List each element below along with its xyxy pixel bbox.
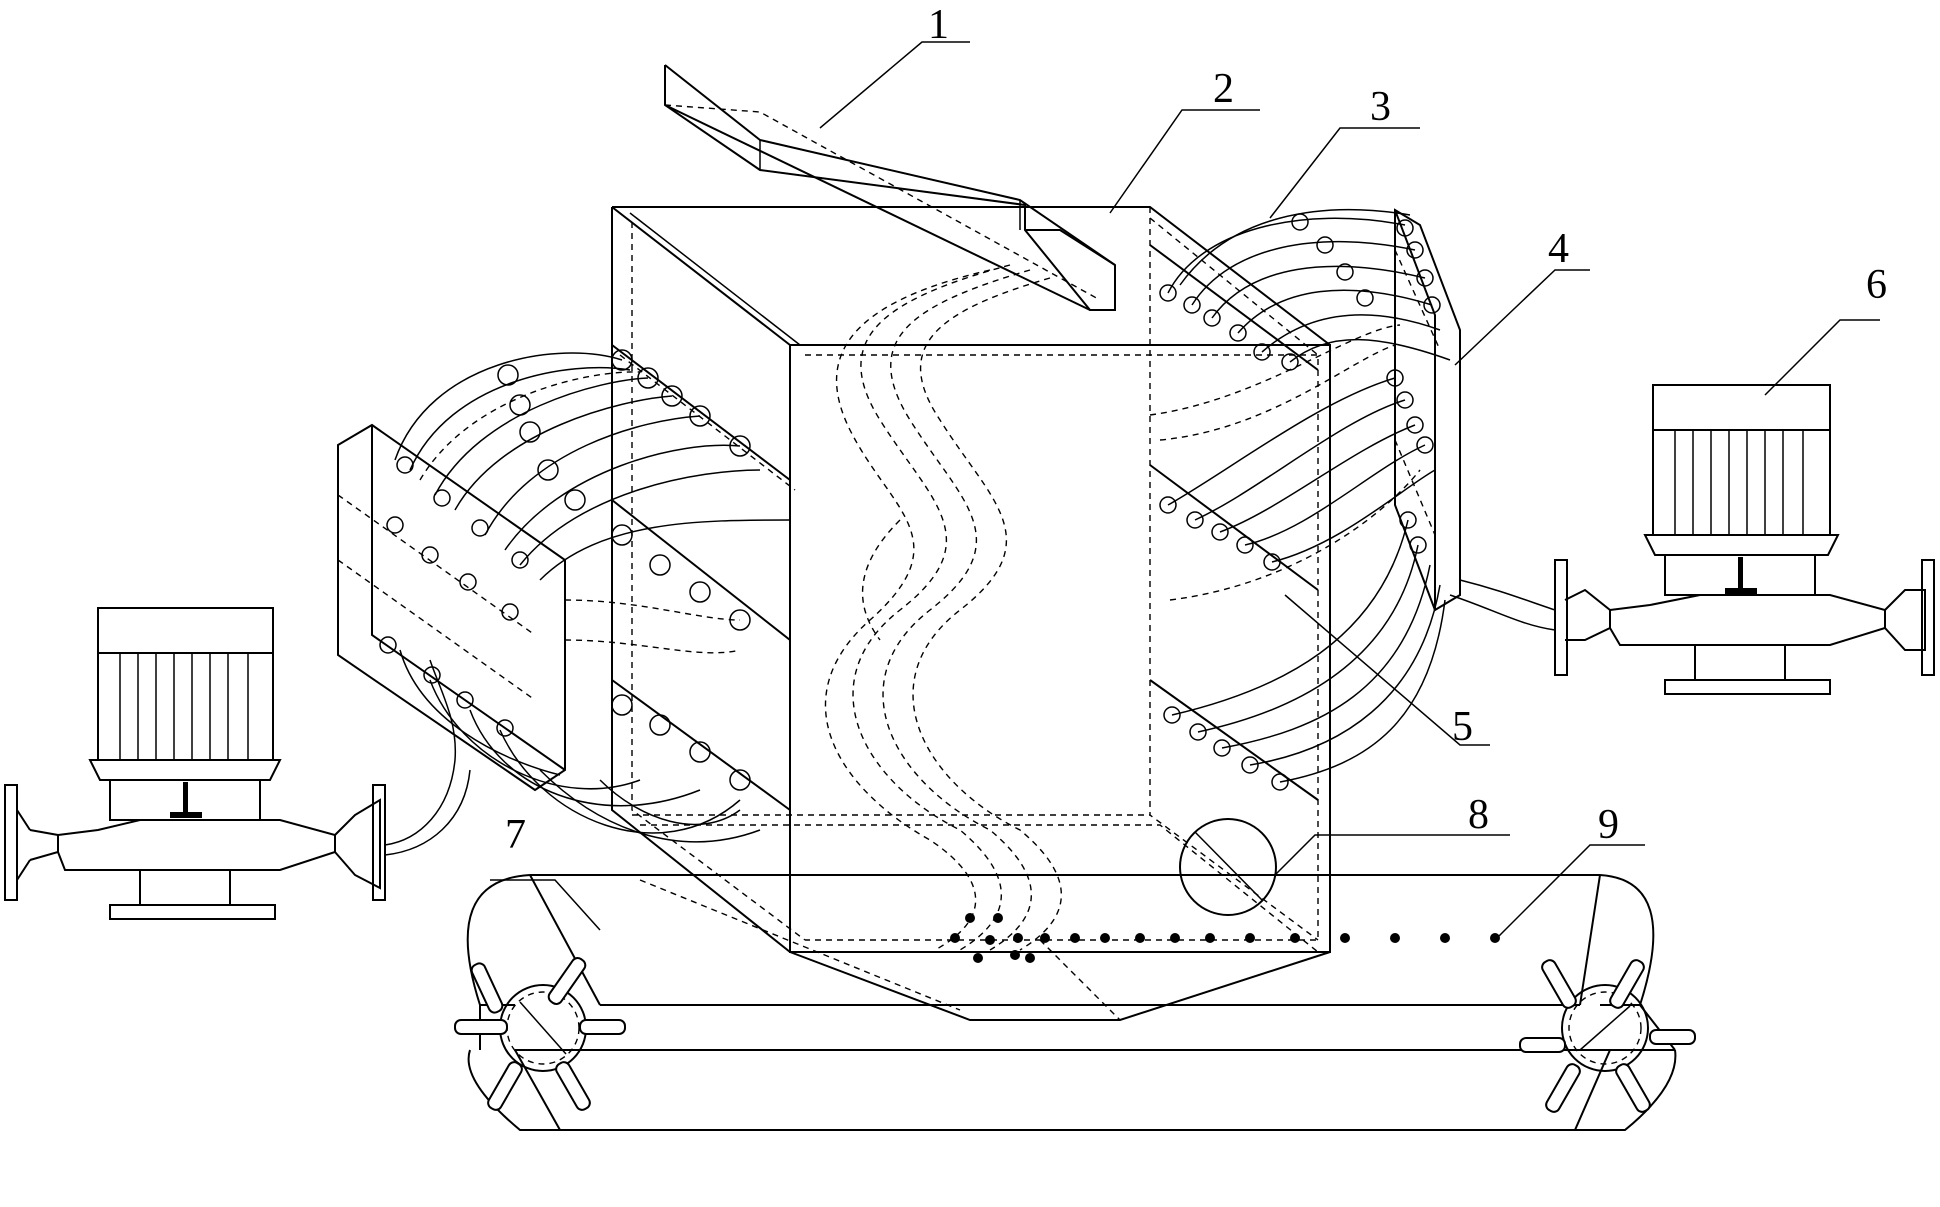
right-face-nozzles [1150,245,1318,800]
label-7: 7 [505,812,526,858]
label-3: 3 [1370,84,1391,130]
label-2: 2 [1213,66,1234,112]
label-5: 5 [1452,704,1473,750]
outlet-port [1180,819,1276,915]
right-roller-spikes [1520,958,1695,1114]
left-face-nozzles [612,345,795,810]
right-manifold [1387,210,1460,610]
spiral-tube [825,265,1061,950]
main-tank [612,207,1330,1020]
label-1: 1 [928,2,949,48]
label-6: 6 [1866,262,1887,308]
label-8: 8 [1468,792,1489,838]
right-roller [1520,958,1695,1114]
label-4: 4 [1548,226,1569,272]
conveyor-belt [468,875,1676,1130]
feed-chute [665,65,1115,310]
steel-balls [950,913,1500,963]
label-9: 9 [1598,802,1619,848]
right-hoses [1150,210,1450,782]
right-pump [1450,385,1934,694]
